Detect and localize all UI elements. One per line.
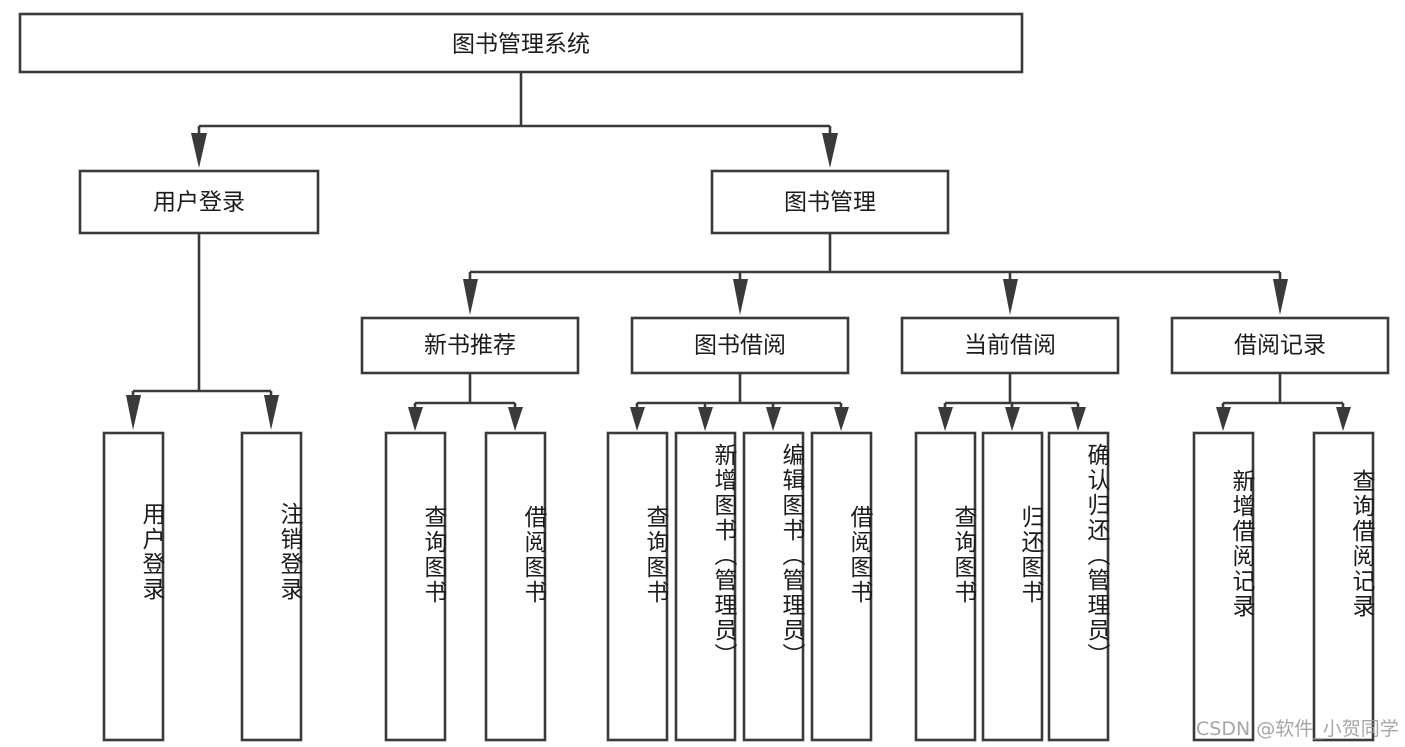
connector-group-new-book-rec: [408, 373, 523, 431]
leaf-boxes: [102, 431, 1375, 742]
node-root-label: 图书管理系统: [452, 32, 590, 58]
node-user-login[interactable]: 用户登录: [78, 169, 320, 235]
leaf-box-borrow-book-bb[interactable]: [810, 431, 873, 742]
node-root[interactable]: 图书管理系统: [18, 12, 1024, 74]
node-user-login-label: 用户登录: [153, 190, 245, 216]
arrowhead-current-borrow: [1003, 279, 1018, 315]
arrowhead-cb-leaf-1: [938, 407, 953, 431]
node-book-borrow-box[interactable]: [630, 316, 850, 375]
leaf-box-query-borrow-record[interactable]: [1312, 431, 1375, 742]
node-borrow-record[interactable]: 借阅记录: [1170, 316, 1390, 375]
leaf-box-query-book-nbr[interactable]: [384, 431, 447, 742]
node-new-book-rec[interactable]: 新书推荐: [360, 316, 580, 375]
connector-group-book-manage: [463, 233, 1288, 315]
connector-group-current-borrow: [938, 373, 1086, 431]
node-book-borrow-label: 图书借阅: [694, 333, 786, 359]
arrowhead-ul-leaf-1: [126, 395, 141, 430]
arrowhead-cb-leaf-2: [1005, 407, 1020, 431]
arrowhead-nbr-leaf-1: [408, 407, 423, 431]
leaf-box-borrow-book-nbr[interactable]: [484, 431, 547, 742]
connector-group-user-login: [126, 233, 279, 430]
csdn-watermark: CSDN @软件_小贺同学: [1196, 718, 1399, 740]
connector-group-book-borrow: [630, 373, 849, 431]
arrowhead-borrow-record: [1273, 279, 1288, 315]
node-borrow-record-box[interactable]: [1170, 316, 1390, 375]
node-borrow-record-label: 借阅记录: [1234, 333, 1326, 359]
leaf-box-query-book-cb[interactable]: [914, 431, 977, 742]
arrowhead-bb-leaf-3: [766, 407, 781, 431]
node-root-box[interactable]: [18, 12, 1024, 74]
node-user-login-box[interactable]: [78, 169, 320, 235]
node-current-borrow-label: 当前借阅: [964, 333, 1056, 359]
node-book-manage[interactable]: 图书管理: [710, 169, 950, 235]
node-book-manage-label: 图书管理: [784, 190, 876, 216]
connector-group-borrow-record: [1216, 373, 1351, 431]
arrowhead-br-leaf-2: [1336, 407, 1351, 431]
leaf-box-return-book[interactable]: [981, 431, 1044, 742]
leaf-box-logout[interactable]: [240, 431, 303, 742]
arrowhead-book-borrow: [733, 279, 748, 315]
arrowhead-bb-leaf-2: [698, 407, 713, 431]
leaf-box-confirm-return-admin[interactable]: [1047, 431, 1110, 742]
connector-group-root: [191, 72, 838, 168]
arrowhead-nbr-leaf-2: [508, 407, 523, 431]
arrowhead-br-leaf-1: [1216, 407, 1231, 431]
arrowhead-cb-leaf-3: [1071, 407, 1086, 431]
node-current-borrow-box[interactable]: [900, 316, 1120, 375]
leaf-box-user-login[interactable]: [102, 431, 165, 742]
leaf-box-edit-book-admin[interactable]: [742, 431, 805, 742]
arrowhead-bb-leaf-4: [834, 407, 849, 431]
node-current-borrow[interactable]: 当前借阅: [900, 316, 1120, 375]
leaf-box-query-book-bb[interactable]: [606, 431, 669, 742]
node-new-book-rec-box[interactable]: [360, 316, 580, 375]
node-new-book-rec-label: 新书推荐: [424, 333, 516, 359]
leaf-box-add-borrow-record[interactable]: [1192, 431, 1255, 742]
node-book-manage-box[interactable]: [710, 169, 950, 235]
arrowhead-new-book-rec: [463, 279, 478, 315]
leaf-box-add-book-admin[interactable]: [674, 431, 737, 742]
arrowhead-ul-leaf-2: [264, 395, 279, 430]
arrowhead-user-login: [191, 133, 207, 168]
arrowhead-bb-leaf-1: [630, 407, 645, 431]
node-book-borrow[interactable]: 图书借阅: [630, 316, 850, 375]
arrowhead-book-manage: [822, 133, 838, 168]
